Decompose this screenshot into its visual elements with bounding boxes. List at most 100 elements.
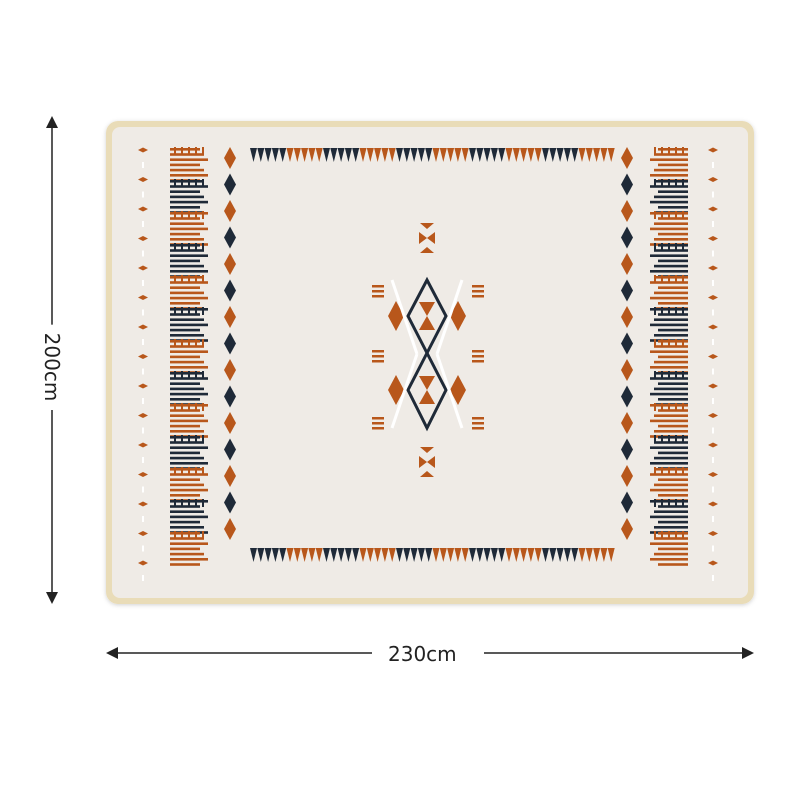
comb-tick — [668, 307, 670, 315]
comb-tick — [654, 403, 656, 411]
comb-bar — [654, 222, 688, 225]
triangle-icon — [505, 548, 513, 562]
triangle-icon — [330, 548, 338, 562]
comb-tick — [661, 275, 663, 283]
triangle-icon — [419, 376, 435, 390]
comb-bar — [170, 244, 200, 247]
comb-bar — [658, 163, 688, 167]
triangle-icon — [563, 148, 571, 162]
comb-tick — [188, 371, 190, 379]
comb-bar — [170, 468, 204, 471]
arrow-left-icon — [106, 647, 118, 659]
comb-tick — [661, 307, 663, 315]
comb-tick — [682, 403, 684, 411]
comb-tick — [654, 531, 656, 539]
arrow-up-icon — [46, 116, 58, 128]
comb-tick — [202, 179, 204, 187]
diamond-icon — [450, 301, 466, 331]
diamond-icon — [621, 306, 633, 328]
triangle-icon — [498, 548, 506, 562]
comb-bar — [170, 520, 200, 524]
triangle-icon — [427, 456, 435, 468]
diamond-icon — [224, 385, 236, 408]
comb-tick — [195, 499, 197, 507]
comb-bar — [170, 195, 204, 199]
diamond-icon — [224, 412, 236, 434]
diamond-icon — [621, 147, 633, 169]
comb-bar — [654, 456, 688, 460]
triangle-icon — [476, 148, 484, 162]
comb-bar — [170, 291, 204, 295]
triangle-icon — [585, 548, 593, 562]
comb-tick — [188, 403, 190, 411]
comb-bar — [170, 355, 200, 359]
dot-mark — [712, 191, 714, 198]
comb-tick — [654, 435, 656, 443]
comb-bar — [170, 366, 208, 369]
diamond-icon — [708, 265, 718, 271]
comb-tick — [174, 371, 176, 379]
comb-bar — [658, 436, 688, 439]
comb-tick — [661, 499, 663, 507]
comb-bar — [170, 462, 208, 465]
triangle-icon — [549, 548, 557, 562]
comb-bar — [658, 355, 688, 359]
dot-mark — [142, 427, 144, 434]
comb-tick — [195, 371, 197, 379]
triangle-icon — [483, 148, 491, 162]
comb-bar — [170, 382, 200, 385]
diamond-icon — [388, 301, 404, 331]
tick-bar — [372, 295, 384, 298]
white-line — [435, 353, 464, 429]
comb-tick — [181, 403, 183, 411]
comb-bar — [658, 148, 688, 151]
diamond-icon — [621, 518, 633, 540]
comb-bar — [654, 510, 688, 513]
white-line — [390, 353, 419, 429]
comb-tick — [195, 467, 197, 475]
comb-tick — [188, 531, 190, 539]
comb-tick — [675, 531, 677, 539]
dot-mark — [142, 457, 144, 463]
comb-bar — [170, 313, 200, 316]
comb-tick — [188, 179, 190, 187]
triangle-icon — [419, 456, 427, 468]
comb-bar — [170, 163, 200, 167]
triangle-icon — [425, 148, 433, 162]
comb-tick — [181, 307, 183, 315]
comb-bar — [170, 254, 208, 257]
white-line — [435, 279, 464, 355]
tick-bar — [472, 422, 484, 425]
triangle-icon — [323, 548, 330, 562]
dot-mark — [712, 339, 714, 345]
triangle-icon — [308, 548, 316, 562]
comb-bar — [650, 558, 688, 561]
comb-tick — [661, 179, 663, 187]
comb-bar — [654, 249, 688, 252]
triangle-icon — [454, 148, 462, 162]
dot-mark — [712, 545, 714, 552]
comb-bar — [170, 360, 204, 364]
comb-bar — [658, 532, 688, 535]
dot-mark — [712, 280, 714, 286]
comb-tick — [195, 243, 197, 251]
width-label: 230cm — [380, 642, 465, 666]
triangle-icon — [352, 148, 360, 162]
triangle-icon — [366, 148, 374, 162]
comb-bar — [170, 510, 204, 513]
comb-bar — [170, 286, 200, 289]
triangle-icon — [512, 148, 520, 162]
triangle-icon — [264, 548, 272, 562]
diamond-icon — [708, 413, 718, 418]
triangle-icon — [264, 148, 272, 162]
comb-tick — [675, 403, 677, 411]
comb-tick — [188, 339, 190, 347]
dot-mark — [712, 221, 714, 227]
triangle-icon — [359, 148, 367, 162]
triangle-icon — [563, 548, 571, 562]
comb-tick — [181, 467, 183, 475]
arrow-right-icon — [742, 647, 754, 659]
triangle-icon — [420, 223, 434, 229]
comb-bar — [650, 350, 688, 353]
comb-bar — [170, 456, 204, 460]
